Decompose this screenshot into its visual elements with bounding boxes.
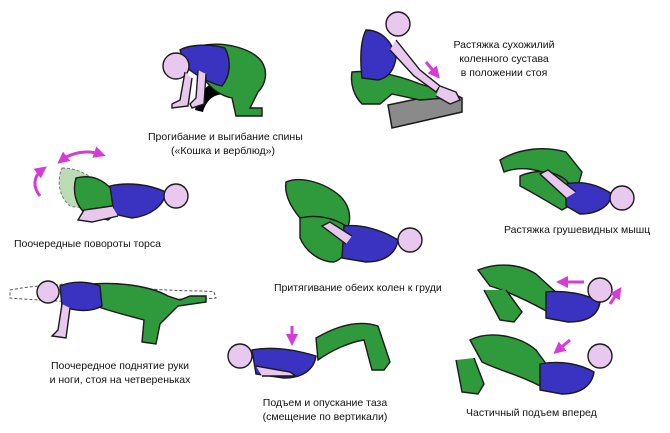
caption-line: Поочередное поднятие руки (50, 360, 190, 372)
figure-partial-situp-upper (476, 264, 622, 323)
caption-line: (смещение по вертикали) (262, 411, 388, 423)
caption-line: Подъем и опускание таза (262, 397, 388, 409)
caption-line: коленного сустава (459, 53, 549, 65)
figure-piriformis-stretch (499, 148, 635, 215)
caption-hamstring-stretch: Растяжка сухожилий коленного сустава в п… (444, 38, 564, 80)
caption-line: в положении стоя (460, 67, 548, 79)
figure-cat-camel (162, 43, 267, 117)
caption-torso-rotation: Поочередные повороты торса (14, 237, 161, 251)
figure-torso-rotation (33, 146, 189, 223)
caption-piriformis-stretch: Растяжка грушевидных мышц (504, 223, 650, 237)
caption-knees-to-chest: Притягивание обеих колен к груди (274, 281, 442, 295)
figure-pelvis-lift (227, 322, 391, 379)
caption-partial-situp: Частичный подъем вперед (466, 406, 597, 420)
caption-line: Растяжка сухожилий (453, 39, 555, 51)
figure-arm-leg-raise (9, 280, 217, 345)
caption-cat-camel: Прогибание и выгибание спины («Кошка и в… (148, 130, 303, 158)
caption-line: Частичный подъем вперед (466, 407, 597, 419)
caption-line: и ноги, стоя на четвереньках (49, 374, 191, 386)
caption-line: Поочередные повороты торса (14, 238, 161, 250)
caption-line: Прогибание и выгибание спины (148, 131, 303, 143)
figure-partial-situp-lower (455, 334, 613, 395)
caption-line: Растяжка грушевидных мышц (504, 224, 651, 236)
figure-knees-to-chest (284, 178, 423, 263)
caption-line: Притягивание обеих колен к груди (274, 282, 442, 294)
figure-hamstring-stretch (350, 11, 463, 129)
caption-arm-leg-raise: Поочередное поднятие руки и ноги, стоя н… (30, 359, 210, 387)
caption-line: («Кошка и верблюд») (171, 145, 275, 157)
caption-pelvis-lift: Подъем и опускание таза (смещение по вер… (250, 396, 400, 424)
